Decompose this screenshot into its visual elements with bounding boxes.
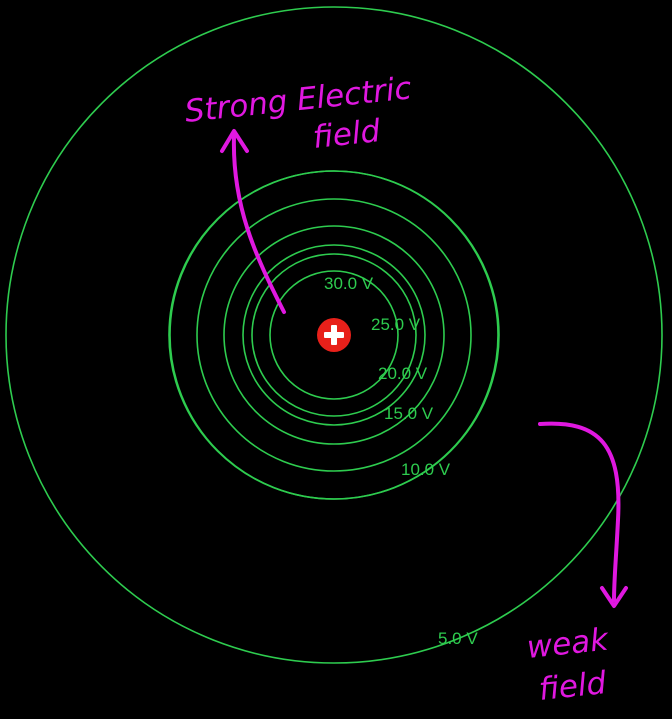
equipotential-ring bbox=[242, 244, 426, 426]
strong-field-arrow bbox=[231, 134, 286, 314]
voltage-labels: 30.0 V 25.0 V 20.0 V 15.0 V 10.0 V 5.0 V bbox=[324, 274, 478, 648]
voltage-label: 15.0 V bbox=[384, 404, 434, 423]
strong-field-annotation: Strong Electric field bbox=[183, 70, 413, 314]
equipotential-rings bbox=[5, 6, 663, 664]
equipotential-ring bbox=[223, 225, 445, 445]
equipotential-ring bbox=[196, 198, 472, 472]
voltage-label: 20.0 V bbox=[378, 364, 428, 383]
weak-field-arrow bbox=[538, 421, 621, 602]
plus-icon bbox=[324, 325, 344, 345]
voltage-label: 30.0 V bbox=[324, 274, 374, 293]
voltage-label: 5.0 V bbox=[438, 629, 478, 648]
equipotential-ring bbox=[169, 170, 499, 500]
equipotential-ring bbox=[5, 6, 663, 664]
strong-field-label-line2: field bbox=[311, 113, 382, 156]
voltage-label: 10.0 V bbox=[401, 460, 451, 479]
weak-field-label-line1: weak bbox=[525, 622, 611, 666]
weak-field-annotation: weak field bbox=[525, 421, 628, 708]
weak-field-label-line2: field bbox=[537, 665, 608, 708]
weak-field-arrowhead bbox=[600, 586, 628, 608]
equipotential-ring bbox=[269, 270, 399, 400]
strong-field-arrowhead bbox=[220, 129, 249, 153]
point-charge bbox=[317, 318, 351, 352]
equipotential-ring bbox=[251, 253, 417, 417]
voltage-label: 25.0 V bbox=[371, 315, 421, 334]
